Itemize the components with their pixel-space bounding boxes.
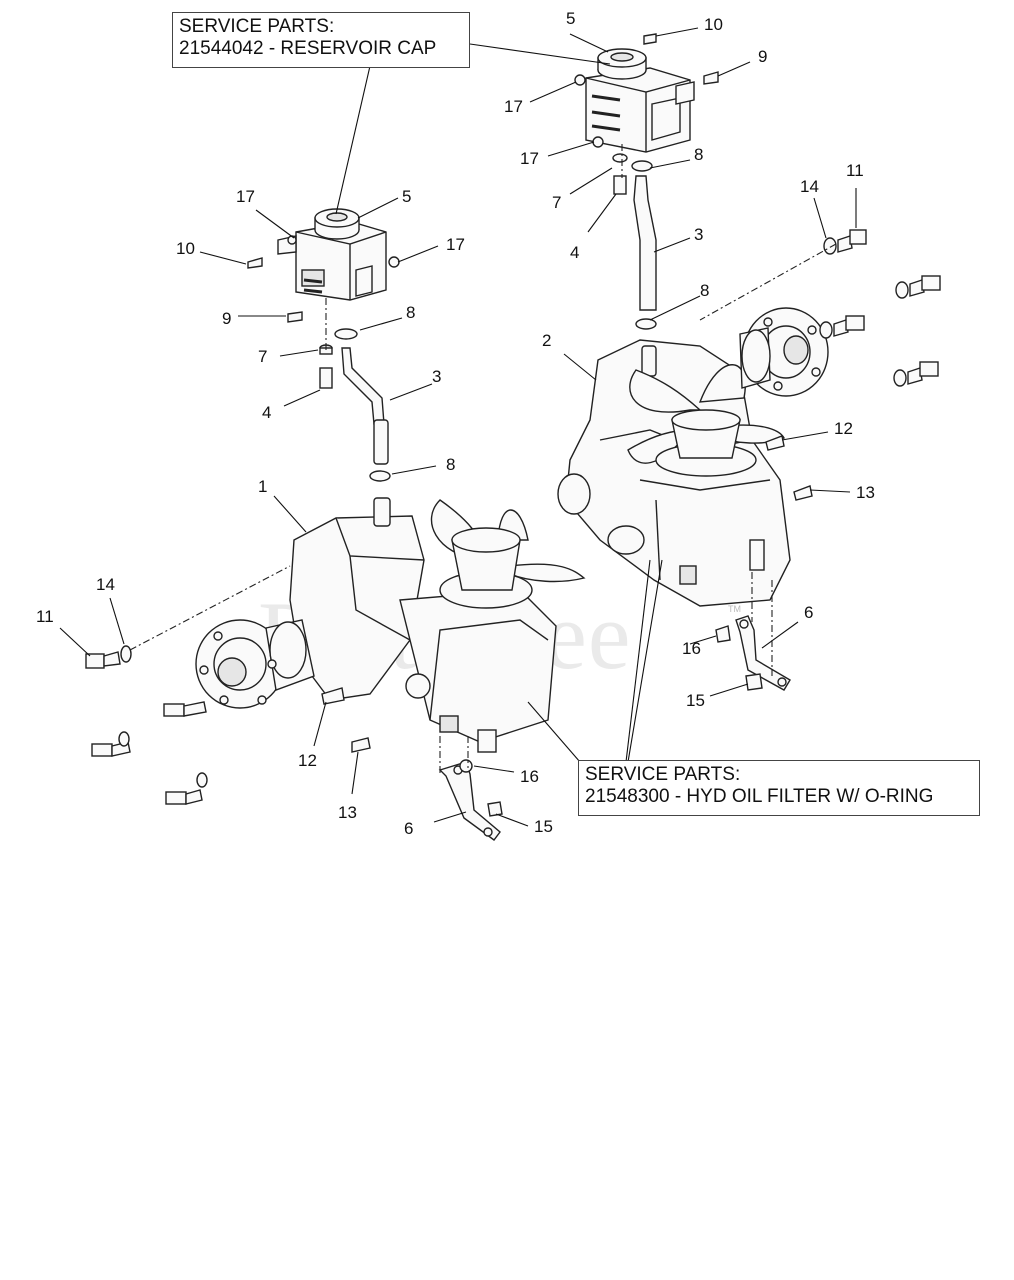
reservoir-callout-line1: SERVICE PARTS:: [179, 16, 335, 37]
label-right-16: 16: [682, 639, 701, 658]
label-right-5: 5: [566, 9, 575, 28]
right-small-fasteners: [574, 33, 867, 643]
right-reservoir-cap: [597, 48, 647, 80]
right-lug-bolts: [819, 275, 941, 387]
oil-filter-service-callout: SERVICE PARTS: 21548300 - HYD OIL FILTER…: [578, 760, 980, 816]
label-left-17a: 17: [236, 187, 255, 206]
label-right-8a: 8: [694, 145, 703, 164]
label-left-9: 9: [222, 309, 231, 328]
label-left-5: 5: [402, 187, 411, 206]
left-mount-bracket: [438, 759, 503, 841]
label-right-4: 4: [570, 243, 579, 262]
label-left-4: 4: [262, 403, 271, 422]
label-left-7: 7: [258, 347, 267, 366]
label-right-17b: 17: [520, 149, 539, 168]
label-right-9: 9: [758, 47, 767, 66]
label-left-13: 13: [338, 803, 357, 822]
label-left-8b: 8: [446, 455, 455, 474]
left-small-fasteners: [85, 235, 400, 753]
label-right-12: 12: [834, 419, 853, 438]
right-part-numbers: 2 3 4 5 6 7 8 8 9 10 11 12 13 14 15 16 1…: [504, 9, 875, 710]
label-left-12: 12: [298, 751, 317, 770]
label-left-1: 1: [258, 477, 267, 496]
left-wheel-hub: [195, 619, 315, 709]
label-right-3: 3: [694, 225, 703, 244]
right-wheel-hub: [739, 307, 829, 397]
filter-callout-line2: 21548300 - HYD OIL FILTER W/ O-RING: [585, 786, 934, 807]
label-left-10: 10: [176, 239, 195, 258]
reservoir-cap-service-callout: SERVICE PARTS: 21544042 - RESERVOIR CAP: [172, 12, 470, 68]
label-right-8b: 8: [700, 281, 709, 300]
label-right-2: 2: [542, 331, 551, 350]
left-cooling-fan: [430, 499, 586, 609]
label-right-14: 14: [800, 177, 819, 196]
left-hose-parts: [319, 328, 391, 482]
right-cooling-fan: [627, 364, 785, 477]
leader-lines: [59, 27, 857, 827]
label-right-13: 13: [856, 483, 875, 502]
left-part-numbers: 1 3 4 5 6 7 8 8 9 10 11 12 13 14 15 16 1…: [36, 187, 553, 838]
left-reservoir: [277, 221, 387, 301]
label-right-15: 15: [686, 691, 705, 710]
reservoir-callout-line2: 21544042 - RESERVOIR CAP: [179, 38, 437, 59]
label-right-6: 6: [804, 603, 813, 622]
right-reservoir: [585, 67, 695, 153]
label-left-14: 14: [96, 575, 115, 594]
label-left-8a: 8: [406, 303, 415, 322]
label-left-15: 15: [534, 817, 553, 836]
label-left-3: 3: [432, 367, 441, 386]
label-right-17a: 17: [504, 97, 523, 116]
watermark-trademark: TM: [728, 604, 741, 614]
filter-callout-line1: SERVICE PARTS:: [585, 764, 741, 785]
center-lines: [129, 144, 837, 776]
right-hose-parts: [612, 153, 657, 330]
left-lug-bolts: [91, 701, 208, 805]
left-reservoir-cap: [314, 208, 360, 240]
right-mount-bracket: [735, 615, 791, 691]
label-left-11: 11: [36, 607, 54, 626]
label-right-11: 11: [846, 161, 864, 180]
label-right-10: 10: [704, 15, 723, 34]
left-transaxle-housing: [289, 497, 557, 753]
label-left-16: 16: [520, 767, 539, 786]
label-right-7: 7: [552, 193, 561, 212]
label-left-6: 6: [404, 819, 413, 838]
label-left-17b: 17: [446, 235, 465, 254]
